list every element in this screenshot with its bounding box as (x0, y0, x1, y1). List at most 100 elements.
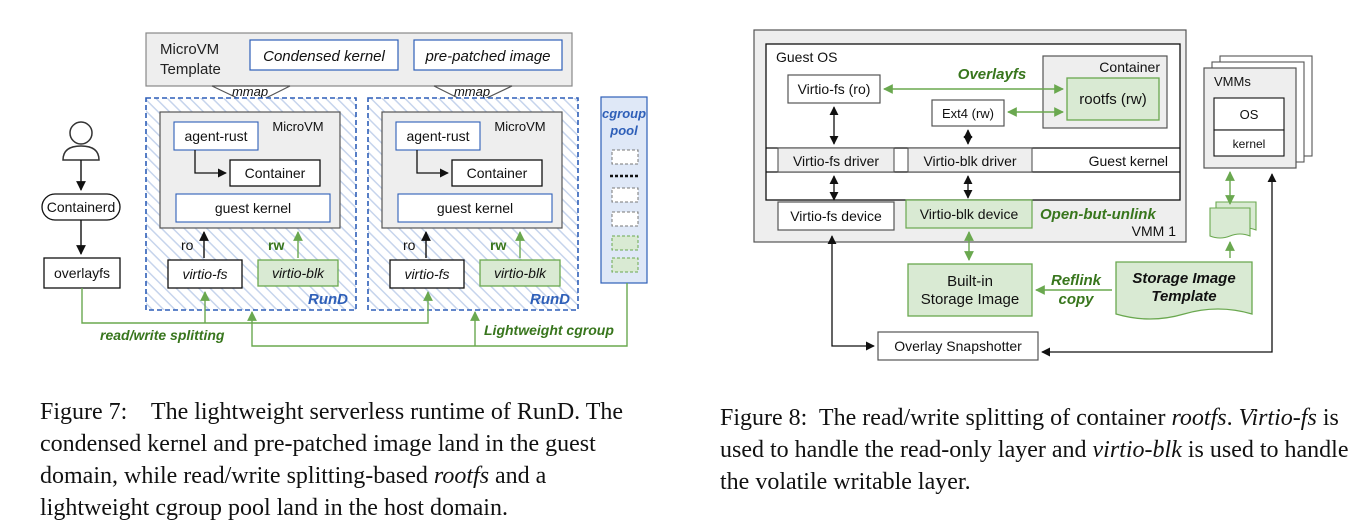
caption-italic: virtio-blk (1092, 437, 1182, 463)
guest-kernel-box-1 (175, 193, 331, 223)
ext4-rw-box (931, 99, 1005, 127)
agent-rust-label-1: agent-rust (184, 128, 247, 144)
virtio-blk-device-box (905, 199, 1033, 229)
guest-kernel-label: Guest kernel (1089, 153, 1168, 169)
rw-label-1: rw (268, 237, 284, 253)
diagrams-canvas: MicroVM Template Condensed kernel pre-pa… (41, 29, 1313, 361)
guest-os-label: Guest OS (776, 49, 837, 65)
container-box-2 (451, 159, 543, 187)
microvm-label-1: MicroVM (272, 119, 323, 134)
caption-italic: rootfs (1171, 405, 1227, 431)
prepatched-image-box (413, 39, 563, 71)
reflink-label-2: copy (1058, 291, 1094, 308)
virtio-blk-label-2: virtio-blk (494, 265, 547, 281)
container-label-2: Container (467, 165, 528, 181)
guest-kernel-label-1: guest kernel (215, 200, 291, 216)
virtio-fs-label-2: virtio-fs (404, 266, 449, 282)
rootfs-box (1066, 77, 1160, 121)
overlayfs-label: Overlayfs (958, 66, 1026, 83)
cgroup-pool-label-1: cgroup (602, 106, 646, 121)
cgroup-pool-label-2: pool (609, 123, 638, 138)
vmms-os-label: OS (1240, 107, 1259, 122)
caption-text: The lightweight serverless runtime of Ru… (40, 399, 624, 489)
figure-8-caption: Figure 8: The read/write splitting of co… (720, 402, 1350, 498)
vmms-kernel-box (1213, 129, 1285, 157)
ro-label-2: ro (403, 237, 416, 253)
figure-8: VMM 1 Guest OS Container rootfs (rw) Vir… (753, 29, 1313, 361)
container-label-1: Container (245, 165, 306, 181)
rw-label-2: rw (490, 237, 506, 253)
caption-label: Figure 7: (40, 399, 151, 425)
virtio-blk-driver-label: Virtio-blk driver (923, 153, 1016, 169)
virtio-fs-device-box (777, 201, 895, 231)
microvm-label-2: MicroVM (494, 119, 545, 134)
figure-7-caption: Figure 7: The lightweight serverless run… (40, 396, 660, 524)
agent-rust-box-2 (395, 121, 481, 151)
caption-label: Figure 8: (720, 405, 819, 431)
virtio-fs-box-2 (389, 259, 465, 289)
lightweight-cgroup-label: Lightweight cgroup (484, 322, 614, 338)
figure-7: MicroVM Template Condensed kernel pre-pa… (41, 32, 648, 347)
builtin-label-2: Storage Image (921, 291, 1019, 308)
agent-rust-box-1 (173, 121, 259, 151)
overlay-snapshotter-box (877, 331, 1039, 361)
cgroup-slot (611, 211, 639, 227)
template-label-1: MicroVM (160, 41, 219, 58)
cgroup-slot (611, 149, 639, 165)
caption-text: and a lightweight cgroup pool land in th… (40, 463, 547, 521)
virtio-blk-box-2 (479, 259, 561, 287)
cgroup-line (247, 283, 628, 347)
open-but-unlink-label: Open-but-unlink (1040, 206, 1156, 223)
caption-text: is used to handle the read-only layer an… (720, 405, 1339, 463)
virtio-fs-box-1 (167, 259, 243, 289)
virtio-fs-label-1: virtio-fs (182, 266, 227, 282)
read-write-splitting-label: read/write splitting (100, 327, 225, 343)
user-icon (62, 121, 100, 161)
rund-label-1: RunD (308, 291, 348, 308)
ext4-rw-label: Ext4 (rw) (942, 106, 994, 121)
caption-text: is used to handle the volatile writable … (720, 437, 1349, 495)
guest-kernel-label-2: guest kernel (437, 200, 513, 216)
mmap-label-2: mmap (454, 84, 490, 99)
reflink-label-1: Reflink (1051, 272, 1102, 289)
condensed-kernel-label: Condensed kernel (263, 48, 385, 65)
vmm1-label: VMM 1 (1132, 223, 1177, 239)
rootfs-label: rootfs (rw) (1079, 91, 1147, 108)
caption-text: . (1226, 405, 1239, 431)
overlay-snapshotter-label: Overlay Snapshotter (894, 338, 1022, 354)
template-label-2: Template (160, 61, 221, 78)
overlayfs-label: overlayfs (54, 265, 110, 281)
read-write-split-line (81, 288, 433, 324)
agent-rust-label-2: agent-rust (406, 128, 469, 144)
virtio-blk-label-1: virtio-blk (272, 265, 325, 281)
virtio-fs-ro-box (787, 74, 881, 104)
template-label-1: Storage Image (1132, 270, 1235, 287)
cgroup-slot-used (611, 257, 639, 273)
containerd-label: Containerd (47, 199, 116, 215)
image-doc-icon (1209, 207, 1251, 239)
builtin-label-1: Built-in (947, 273, 993, 290)
caption-italic: Virtio-fs (1238, 405, 1317, 431)
virtio-blk-box-1 (257, 259, 339, 287)
mmap-label-1: mmap (232, 84, 268, 99)
virtio-fs-device-label: Virtio-fs device (790, 208, 882, 224)
vmms-kernel-label: kernel (1233, 137, 1266, 151)
ro-label-1: ro (181, 237, 194, 253)
virtio-fs-driver-box (777, 147, 895, 173)
condensed-kernel-box (249, 39, 399, 71)
mmap-arrow-1 (211, 85, 291, 106)
cgroup-slot-used (611, 235, 639, 251)
prepatched-image-label: pre-patched image (424, 48, 550, 65)
container-box-1 (229, 159, 321, 187)
caption-text: The read/write splitting of container (818, 405, 1172, 431)
mmap-arrow-2 (433, 85, 513, 106)
caption-italic: rootfs (433, 463, 490, 489)
virtio-blk-device-label: Virtio-blk device (920, 206, 1019, 222)
rund-label-2: RunD (530, 291, 570, 308)
vmms-label: VMMs (1214, 74, 1251, 89)
virtio-blk-driver-box (907, 147, 1033, 173)
snapshotter-left-link (827, 235, 875, 351)
template-label-2: Template (1151, 288, 1216, 305)
builtin-storage-image-box (907, 263, 1033, 317)
guest-kernel-box-2 (397, 193, 553, 223)
